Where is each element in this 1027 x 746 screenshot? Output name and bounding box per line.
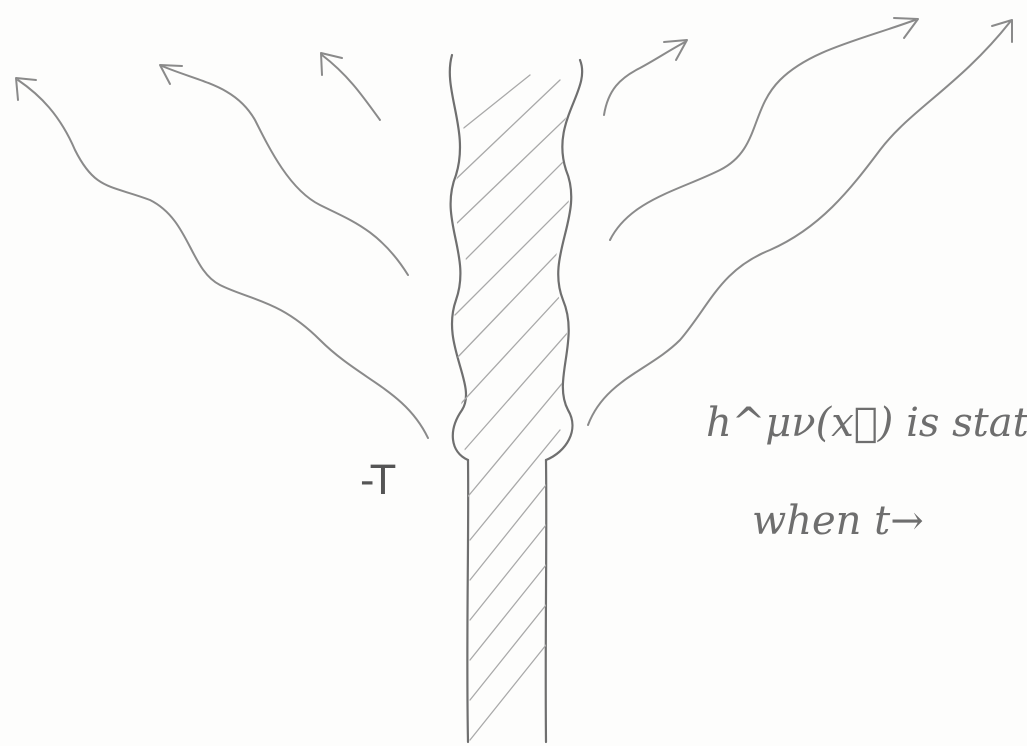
note-line-2: when t→ <box>752 498 924 544</box>
arrowhead-left-inner <box>320 52 343 76</box>
arrowhead-left-outer <box>15 77 37 101</box>
tube-hatching <box>454 74 582 741</box>
arrowhead-left-middle <box>159 64 183 85</box>
wave-right-middle <box>609 19 916 241</box>
wave-left-inner <box>321 54 381 121</box>
tube-left-wall-lower <box>466 458 470 744</box>
wave-left-middle <box>161 65 409 276</box>
arrowhead-right-outer <box>991 19 1013 43</box>
arrowhead-right-middle <box>893 17 919 39</box>
note-line-1: h^μν(x⃗) is stat <box>706 400 1027 446</box>
wave-right-inner <box>603 41 686 116</box>
arrowhead-right-inner <box>663 39 688 61</box>
time-label: -T <box>360 458 396 504</box>
tube-left-wall-upper <box>448 53 470 462</box>
tube-right-wall-lower <box>544 458 548 744</box>
tube-right-wall-upper <box>544 58 584 462</box>
wave-left-outer <box>17 79 429 439</box>
wave-right-outer <box>587 21 1011 426</box>
